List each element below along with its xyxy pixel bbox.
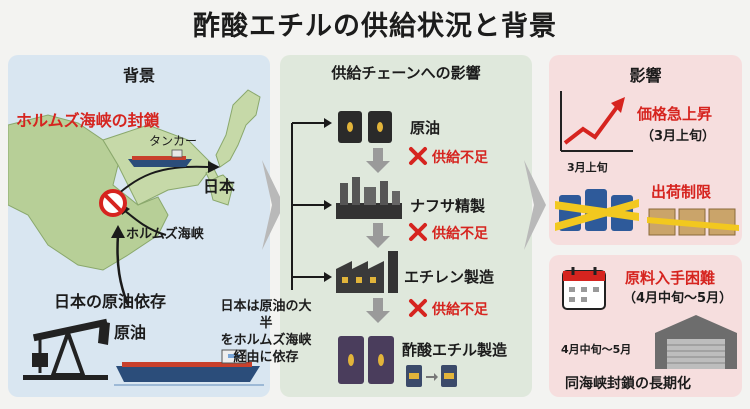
japan-label: 日本	[203, 177, 236, 196]
pumpjack-icon	[23, 318, 110, 380]
price-period-label: （3月上旬）	[641, 129, 716, 144]
hormuz-strait-label: ホルムズ海峡	[126, 227, 204, 242]
impact-heading: 影響	[629, 66, 662, 85]
shortage-label-1: 供給不足	[432, 150, 488, 166]
tanker-label: タンカー	[149, 134, 198, 148]
crude-tanker-icon	[114, 349, 264, 386]
calendar-icon	[562, 267, 606, 310]
dependence-note-line: をホルムズ海峡	[220, 333, 312, 348]
flow-chevron	[262, 160, 284, 250]
dependence-note-line: 日本は原油の大半	[220, 299, 312, 331]
shipping-limit-label: 出荷制限	[651, 183, 712, 201]
factory-icon	[336, 251, 398, 293]
background-panel: 背景 ホルムズ海峡の封鎖 タンカー 日本 ホルムズ海峡 日本の原油依存 原油	[8, 55, 270, 397]
step-ethylene-label: エチレン製造	[404, 268, 495, 286]
blockade-icon	[99, 189, 127, 217]
impact-panel: 影響 3月上旬 価格急上昇 （3月上旬） 出荷制限	[549, 55, 742, 397]
supply-chain-panel: 供給チェーンへの影響	[280, 55, 532, 397]
crude-oil-label: 原油	[114, 323, 147, 342]
oil-barrels-icon	[338, 111, 392, 143]
prolonged-blockade-label: 同海峡封鎖の長期化	[565, 376, 691, 392]
middle-east-map	[8, 89, 261, 306]
step-naphtha-label: ナフサ精製	[410, 197, 486, 215]
impact-box-top: 影響 3月上旬 価格急上昇 （3月上旬） 出荷制限	[549, 55, 742, 245]
restricted-crates-icon	[647, 208, 739, 236]
warehouse-icon	[655, 315, 737, 369]
dependence-note-line: 経由に依存	[233, 350, 299, 365]
dependence-note: 日本は原油の大半 をホルムズ海峡 経由に依存	[216, 298, 316, 366]
shortage-label-2: 供給不足	[432, 226, 488, 242]
hormuz-blockade-label: ホルムズ海峡の封鎖	[16, 111, 160, 130]
warehouse-period-label: 4月中旬～5月	[561, 343, 632, 356]
chart-period-label: 3月上旬	[567, 161, 608, 174]
product-containers-icon	[406, 365, 457, 387]
refinery-icon	[336, 177, 402, 219]
background-heading: 背景	[122, 66, 155, 85]
price-surge-label: 価格急上昇	[637, 105, 713, 123]
product-barrels-icon	[338, 336, 394, 384]
supply-chain-heading: 供給チェーンへの影響	[331, 64, 481, 82]
flow-chevron	[524, 160, 546, 250]
step-ethyl-acetate-label: 酢酸エチル製造	[402, 341, 508, 359]
procurement-label: 原料入手困難	[625, 269, 716, 287]
step-crude-label: 原油	[410, 119, 441, 137]
price-chart-icon	[560, 91, 633, 152]
tanker-icon	[128, 149, 192, 167]
page-title: 酢酸エチルの供給状況と背景	[193, 11, 557, 42]
restricted-barrels-icon	[555, 189, 639, 231]
supply-bracket	[291, 118, 427, 323]
dependence-label: 日本の原油依存	[54, 292, 167, 311]
impact-box-bottom: 原料入手困難 （4月中旬～5月） 4月中旬～5月 同海峡封鎖の長期化	[549, 255, 742, 397]
procurement-period-label: （4月中旬～5月）	[623, 291, 733, 306]
shortage-label-3: 供給不足	[432, 302, 488, 318]
